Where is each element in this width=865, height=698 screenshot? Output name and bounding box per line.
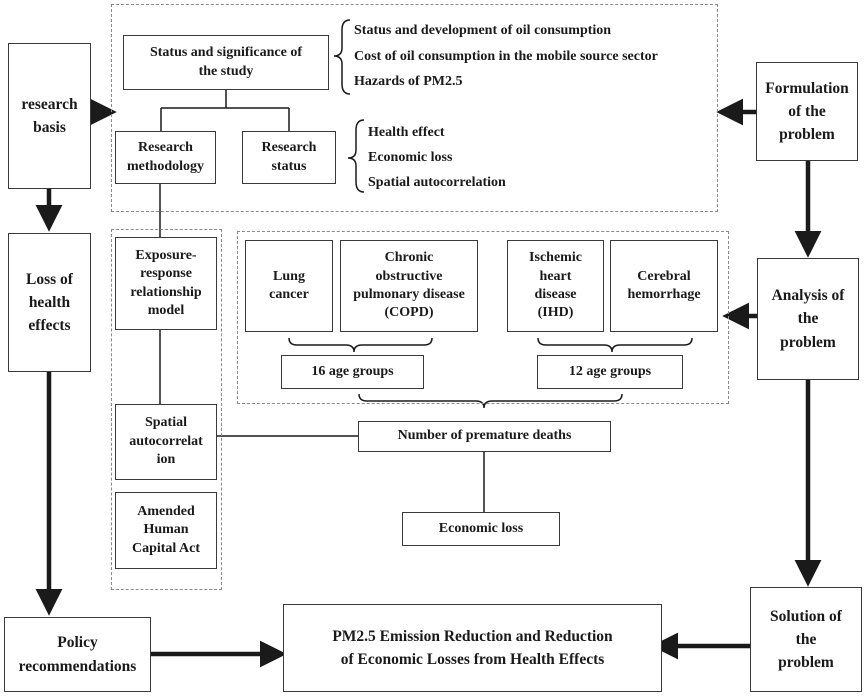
premature-deaths-box: Number of premature deaths [358,421,611,452]
exposure-response-box: Exposure- response relationship model [115,237,217,330]
research-methodology-box: Research methodology [115,131,216,184]
policy-recommendations-box: Policy recommendations [4,617,151,692]
research-status-economic-loss: Economic loss [368,150,453,165]
brace-lung-copd [288,337,433,353]
age-groups-12-box: 12 age groups [537,355,683,389]
status-significance-box: Status and significance of the study [123,35,329,90]
diseases-group-frame [237,231,729,404]
brace-status-items [333,19,351,95]
research-status-spatial: Spatial autocorrelation [368,175,506,190]
copd-box: Chronic obstructive pulmonary disease (C… [340,240,478,332]
brace-research-status-items [347,119,365,193]
status-item-oil-cost: Cost of oil consumption in the mobile so… [354,49,658,64]
status-item-pm25-hazards: Hazards of PM2.5 [354,74,463,89]
analysis-box: Analysis of the problem [757,258,859,380]
amended-human-capital-box: Amended Human Capital Act [115,492,217,569]
age-groups-16-box: 16 age groups [281,355,424,389]
formulation-box: Formulation of the problem [756,62,858,161]
brace-ihd-cerebral [537,337,693,353]
spatial-autocorrelation-box: Spatial autocorrelat ion [115,404,217,480]
solution-box: Solution of the problem [750,587,862,692]
cerebral-hemorrhage-box: Cerebral hemorrhage [610,240,718,332]
research-basis-box: research basis [8,43,91,189]
lung-cancer-box: Lung cancer [245,240,333,332]
methods-group-frame [111,229,222,590]
tree-connector [160,90,290,131]
research-status-health-effect: Health effect [368,125,445,140]
economic-loss-box: Economic loss [402,512,560,546]
status-item-oil-consumption: Status and development of oil consumptio… [354,23,612,38]
loss-health-effects-box: Loss of health effects [8,233,91,372]
study-group-frame [111,4,718,212]
research-status-box: Research status [242,131,336,184]
final-outcome-box: PM2.5 Emission Reduction and Reduction o… [283,604,662,692]
ihd-box: Ischemic heart disease (IHD) [507,240,604,332]
brace-age-groups [358,393,623,409]
